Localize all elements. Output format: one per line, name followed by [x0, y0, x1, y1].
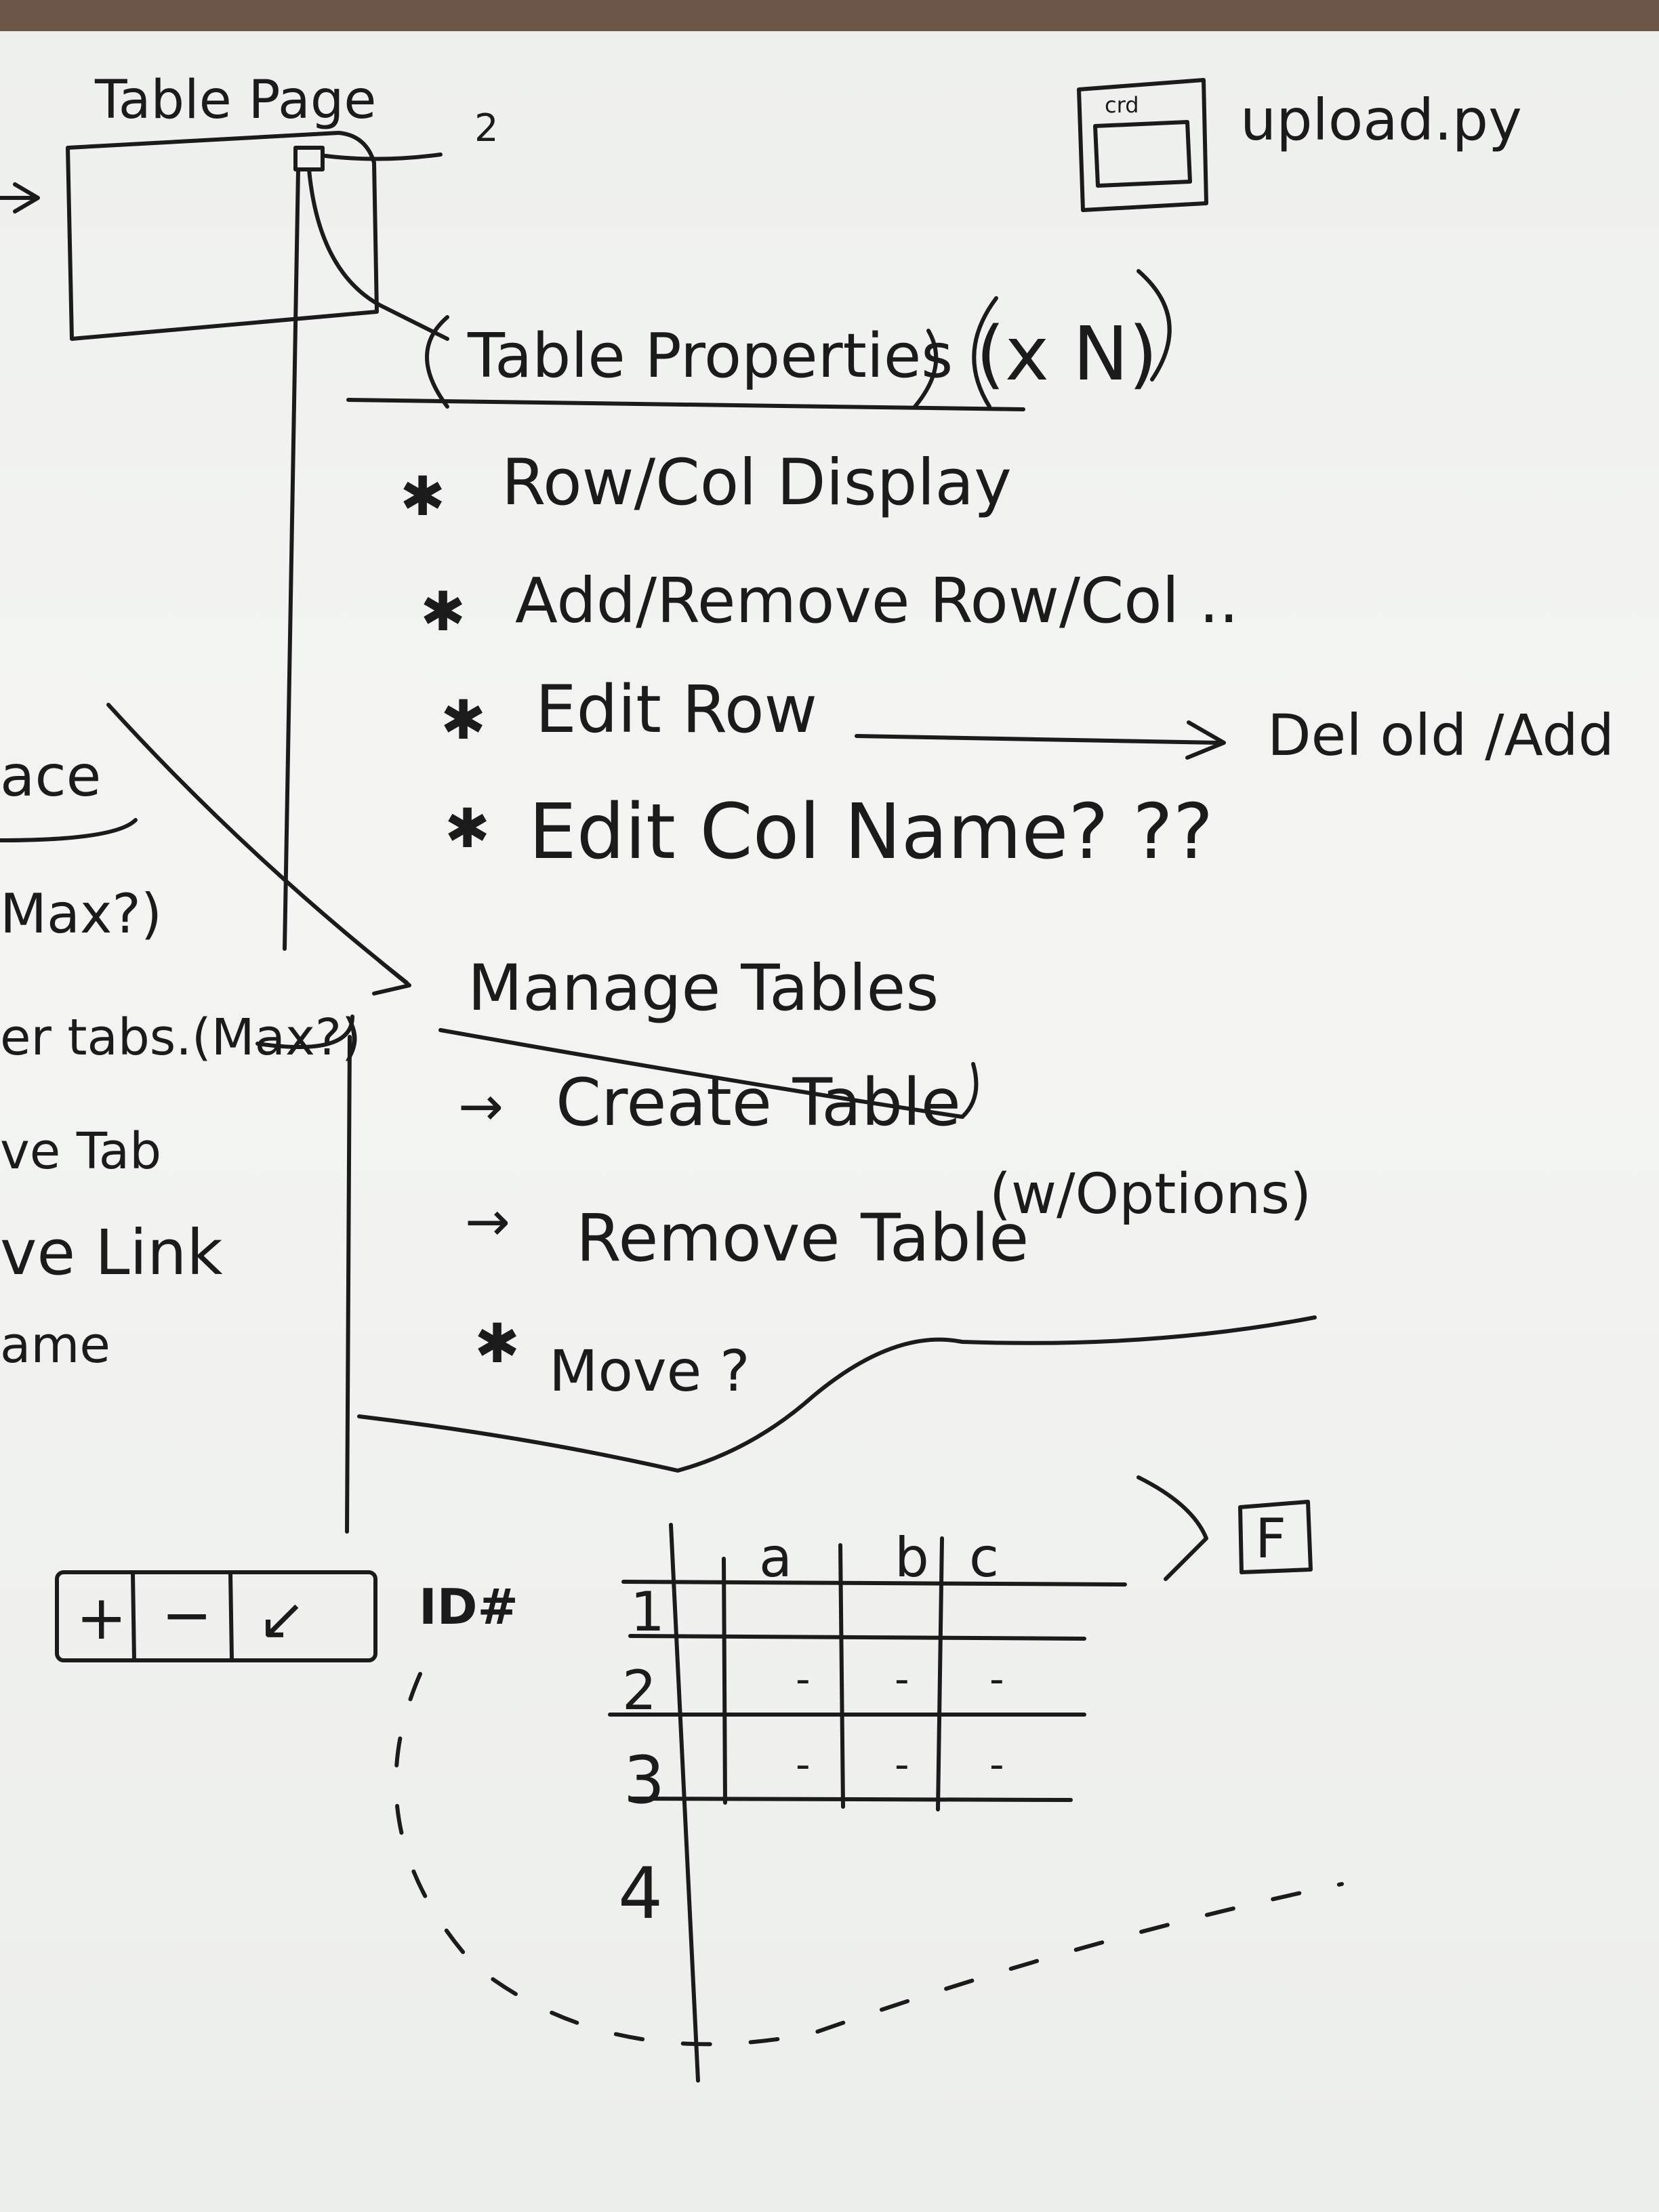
toolbar-add: +	[76, 1582, 127, 1654]
manage-underline	[438, 1028, 979, 1119]
side-box-label: F	[1255, 1507, 1286, 1570]
manage-create-note: (w/Options)	[989, 1162, 1311, 1227]
manage-remove: Remove Table	[576, 1200, 1029, 1276]
left-fragment-2: Max?)	[0, 882, 162, 945]
table-cell-mark: -	[989, 1656, 1004, 1703]
bullet-star-4: ✱	[445, 797, 490, 860]
properties-bracket-left	[425, 315, 449, 409]
upload-file-label: upload.py	[1240, 87, 1522, 153]
manage-header: Manage Tables	[468, 951, 939, 1025]
table-col-line-0	[669, 1523, 700, 2083]
upload-box	[1077, 78, 1208, 212]
upload-box-label: crd	[1105, 92, 1139, 118]
divider-wave	[357, 1315, 1317, 1473]
manage-create: Create Table	[556, 1065, 961, 1141]
table-col-c: c	[969, 1526, 999, 1589]
property-add-remove: Add/Remove Row/Col ..	[515, 565, 1239, 637]
table-cell-mark: -	[895, 1741, 909, 1788]
left-fragment-6: ame	[0, 1316, 110, 1374]
connector-line	[283, 167, 300, 951]
bullet-star-1: ✱	[400, 465, 445, 528]
left-fragment-3: er tabs.(Max?)	[0, 1008, 361, 1067]
table-col-line-3	[936, 1536, 944, 1811]
table-col-b: b	[895, 1526, 929, 1589]
left-section-curve	[0, 818, 138, 842]
table-col-line-1	[722, 1557, 727, 1805]
table-page-icon	[293, 146, 325, 171]
side-arrow	[1136, 1475, 1208, 1581]
left-section-curve-2	[255, 1015, 354, 1049]
property-edit-col: Edit Col Name? ??	[529, 788, 1213, 876]
table-col-line-2	[838, 1543, 845, 1809]
toolbar-divider-1	[131, 1572, 136, 1662]
left-fragment-4: ve Tab	[0, 1122, 161, 1181]
table-row-3: 3	[623, 1742, 665, 1818]
dashed-marks	[394, 1672, 1344, 2047]
properties-bracket-right	[913, 329, 939, 409]
properties-multiplier: (x N)	[976, 310, 1158, 397]
properties-header: Table Properties	[467, 321, 953, 392]
table-cell-mark: -	[989, 1741, 1004, 1788]
side-box	[1238, 1500, 1313, 1574]
table-row-2: 2	[622, 1659, 657, 1722]
property-edit-row: Edit Row	[535, 672, 817, 747]
arrow-remove: →	[465, 1190, 510, 1253]
property-row-col-display: Row/Col Display	[501, 446, 1012, 520]
properties-underline	[346, 398, 1025, 411]
table-cell-mark: -	[895, 1656, 909, 1703]
toolbar-remove: −	[161, 1580, 212, 1651]
bullet-star-move: ✱	[474, 1312, 520, 1375]
whiteboard-frame	[0, 0, 1659, 31]
bullet-star-3: ✱	[441, 689, 486, 752]
toolbar-edit: ↙	[258, 1585, 306, 1653]
arrow-2-label: 2	[474, 106, 499, 150]
bullet-star-2: ✱	[420, 580, 466, 643]
arrow-create: →	[458, 1075, 504, 1138]
edit-row-arrow	[855, 720, 1226, 760]
arrow-to-2	[323, 152, 443, 161]
manage-arrow	[106, 703, 411, 996]
table-page-label: Table Page	[94, 70, 376, 131]
toolbar-divider-2	[228, 1570, 234, 1661]
upload-inner	[1093, 120, 1192, 188]
xn-bracket-left	[972, 296, 998, 409]
table-cell-mark: -	[796, 1656, 811, 1703]
table-row-line-3	[628, 1797, 1073, 1802]
table-col-a: a	[759, 1526, 792, 1589]
table-row-4: 4	[618, 1852, 663, 1935]
table-row-line-1	[628, 1634, 1086, 1641]
left-fragment-5: ve Link	[0, 1216, 223, 1289]
arrow-left-in	[0, 182, 40, 213]
id-label: ID#	[419, 1578, 518, 1635]
table-row-1: 1	[630, 1580, 665, 1643]
connector-curve	[307, 167, 449, 341]
table-page-box	[66, 131, 379, 341]
xn-bracket-right	[1136, 269, 1172, 382]
manage-move: Move ?	[549, 1338, 750, 1404]
toolbar-box	[55, 1570, 377, 1662]
left-brace	[345, 1035, 352, 1534]
table-header-line	[621, 1580, 1127, 1586]
table-cell-mark: -	[796, 1741, 811, 1788]
left-fragment-1: ace	[0, 743, 101, 809]
edit-row-result: Del old /Add	[1267, 702, 1614, 769]
